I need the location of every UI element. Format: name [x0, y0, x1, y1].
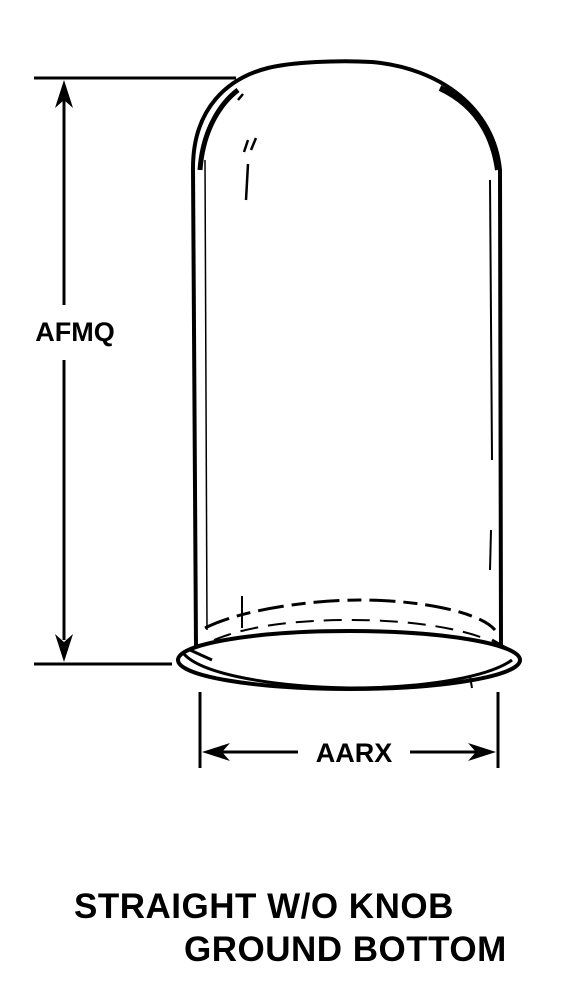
flange-outer-ellipse	[176, 629, 522, 691]
diameter-dimension: AARX	[198, 692, 500, 768]
height-dimension: AFMQ	[34, 76, 236, 666]
diameter-arrow-right	[468, 743, 496, 761]
flange-seam-left	[189, 648, 213, 662]
ground-bottom-flange	[176, 629, 522, 691]
dome-shoulder-right-shading	[438, 85, 501, 171]
flange-seam-right	[491, 638, 507, 650]
dome-outline	[190, 59, 503, 649]
height-arrow-bottom	[55, 634, 73, 662]
dome-shoulder-left-shading	[197, 88, 240, 171]
dome-inner-right-contour	[489, 179, 493, 571]
glass-dome	[190, 59, 503, 649]
height-arrow-top	[55, 80, 73, 108]
height-dimension-label: AFMQ	[35, 317, 114, 347]
dome-opening-back-rim	[204, 598, 497, 632]
diameter-arrow-left	[202, 743, 230, 761]
dome-inner-left-contour	[204, 159, 208, 631]
caption-line-1: STRAIGHT W/O KNOB	[74, 887, 454, 926]
dome-highlight	[237, 93, 258, 201]
dome-opening-inner-rim	[213, 618, 489, 641]
flange-mark	[469, 675, 473, 689]
diameter-dimension-label: AARX	[316, 738, 393, 768]
flange-inner-front-edge	[182, 652, 513, 690]
caption-line-2: GROUND BOTTOM	[184, 930, 507, 969]
